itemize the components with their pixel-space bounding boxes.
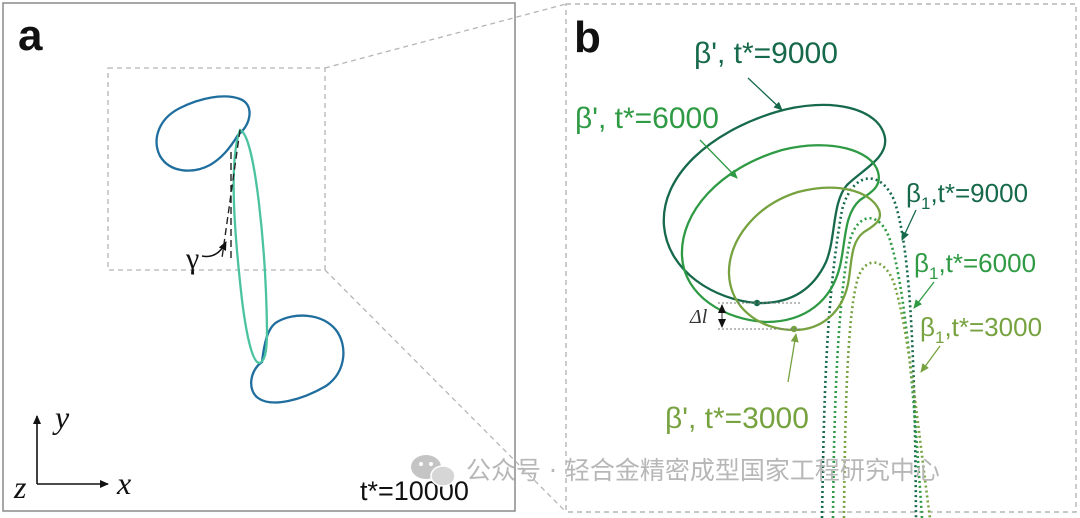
teal-film-loop [232, 128, 269, 365]
dashed-tilted-reference [221, 129, 241, 259]
axis-y-label: y [52, 399, 70, 435]
gamma-label: γ [185, 242, 199, 275]
beta1-3000-curve [842, 261, 932, 518]
gamma-angle-arc [201, 241, 227, 258]
zoom-box [107, 67, 326, 271]
pointer-beta1-9000 [901, 209, 917, 241]
label-beta1-6000: β1,t*=6000 [914, 248, 1036, 283]
panel-b: b Δl β', t*=9000 β', t*=6000 β', t*=3000… [565, 3, 1077, 518]
label-beta-prime-6000: β', t*=6000 [575, 102, 719, 135]
lower-blue-loop [250, 314, 345, 404]
pointer-beta-prime-9000 [747, 77, 783, 111]
beta-prime-6000-loop [680, 144, 881, 324]
label-beta1-9000: β1,t*=9000 [906, 178, 1028, 213]
beta-prime-3000-loop [727, 186, 882, 332]
axis-triad: y x z [13, 399, 131, 505]
label-beta1-3000: β1,t*=3000 [920, 312, 1042, 347]
pointer-beta1-3000 [920, 345, 941, 373]
beta-prime-9000-marker [753, 299, 761, 307]
label-beta-prime-3000: β', t*=3000 [665, 402, 809, 435]
panel-a-letter: a [18, 11, 43, 60]
zoom-connector-bottom [324, 269, 567, 513]
pointer-beta-prime-6000 [699, 139, 738, 179]
pointer-beta1-6000 [913, 281, 935, 309]
watermark: 公众号 · 轻合金精密成型国家工程研究中心 [411, 455, 940, 487]
beta1-6000-curve [831, 216, 924, 518]
delta-l-label: Δl [689, 306, 708, 328]
label-beta-prime-9000: β', t*=9000 [694, 37, 838, 70]
watermark-text: 公众号 · 轻合金精密成型国家工程研究中心 [466, 456, 940, 485]
wechat-icon [411, 455, 456, 487]
panel-a: a γ y x z t*=10000 [2, 2, 516, 512]
beta1-9000-curve [820, 177, 918, 518]
axis-x-label: x [116, 465, 131, 501]
zoom-connector-top [324, 3, 567, 69]
upper-blue-loop [155, 95, 251, 172]
pointer-beta-prime-3000 [787, 333, 799, 383]
panel-b-letter: b [574, 13, 601, 62]
axis-z-label: z [13, 469, 27, 505]
beta-prime-9000-loop [662, 103, 887, 305]
panel-a-frame [2, 2, 516, 512]
